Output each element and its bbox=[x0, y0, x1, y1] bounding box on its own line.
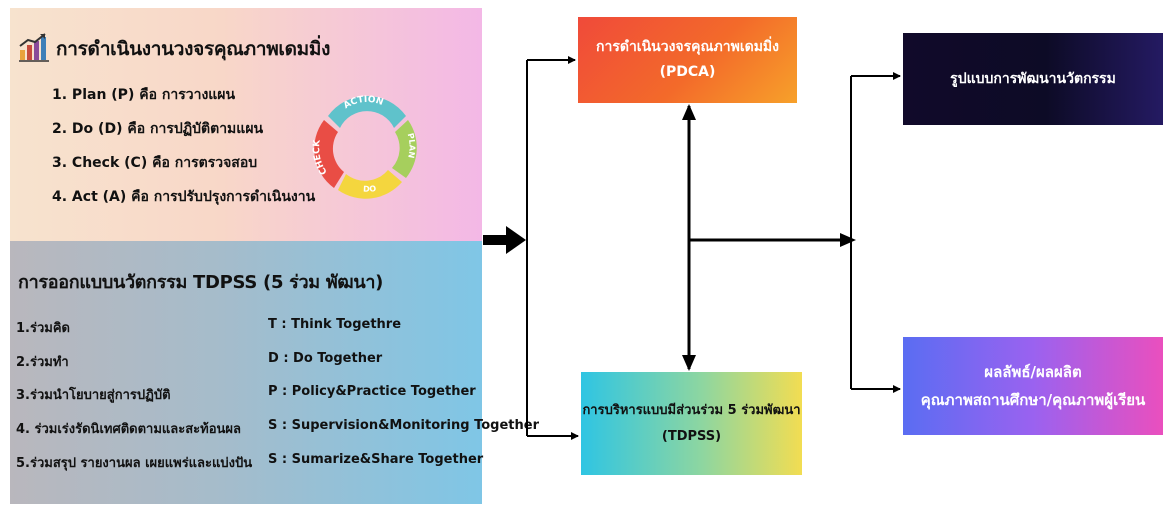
double-arrow-bottom-head bbox=[682, 355, 696, 371]
tdpss-item-th-5: 5.ร่วมสรุป รายงานผล เผยแพร่และแบ่งปัน bbox=[16, 456, 253, 471]
tdpss-item-en-4: S : Supervision&Monitoring Together bbox=[268, 418, 539, 433]
main-arrow-head bbox=[506, 226, 526, 254]
do-label: DO bbox=[363, 184, 377, 194]
tdpss-item-en-5: S : Sumarize&Share Together bbox=[268, 452, 484, 467]
results-box-line2: คุณภาพสถานศึกษา/คุณภาพผู้เรียน bbox=[920, 391, 1146, 409]
tdpss-box-line2: (TDPSS) bbox=[661, 428, 722, 444]
pdca-box-line1: การดำเนินวงจรคุณภาพเดมมิ่ง bbox=[596, 38, 779, 55]
check-segment bbox=[314, 120, 344, 188]
tdpss-item-th-4: 4. ร่วมเร่งรัดนิเทศติดตามและสะท้อนผล bbox=[16, 422, 241, 437]
pdca-step-check: 3. Check (C) คือ การตรวจสอบ bbox=[52, 155, 258, 171]
tdpss-box-line1: การบริหารแบบมีส่วนร่วม 5 ร่วมพัฒนา bbox=[582, 402, 801, 418]
plan-segment bbox=[392, 120, 417, 178]
arrow-to-right-branch-head bbox=[840, 233, 856, 247]
results-box: ผลลัพธ์/ผลผลิต คุณภาพสถานศึกษา/คุณภาพผู้… bbox=[903, 337, 1163, 435]
pdca-step-act: 4. Act (A) คือ การปรับปรุงการดำเนินงาน bbox=[52, 189, 316, 205]
action-segment bbox=[328, 95, 406, 128]
pdca-panel-title: การดำเนินงานวงจรคุณภาพเดมมิ่ง bbox=[56, 38, 331, 60]
pdca-cycle-graphic: ACTION PLAN DO CHECK bbox=[312, 95, 417, 199]
pdca-title-row: การดำเนินงานวงจรคุณภาพเดมมิ่ง bbox=[18, 32, 330, 66]
tdpss-item-en-3: P : Policy&Practice Together bbox=[268, 384, 476, 399]
tdpss-item-th-1: 1.ร่วมคิด bbox=[16, 321, 70, 336]
innovation-box: รูปแบบการพัฒนานวัตกรรม bbox=[903, 33, 1163, 125]
pdca-box-line2: (PDCA) bbox=[659, 64, 716, 80]
innovation-box-line1: รูปแบบการพัฒนานวัตกรรม bbox=[950, 71, 1116, 87]
bar-chart-icon bbox=[18, 32, 50, 66]
tdpss-item-en-2: D : Do Together bbox=[268, 351, 383, 366]
do-segment bbox=[338, 170, 402, 199]
tdpss-item-en-1: T : Think Togethre bbox=[268, 317, 402, 332]
tdpss-item-th-2: 2.ร่วมทำ bbox=[16, 355, 69, 370]
pdca-box: การดำเนินวงจรคุณภาพเดมมิ่ง (PDCA) bbox=[578, 17, 797, 103]
pdca-step-plan: 1. Plan (P) คือ การวางแผน bbox=[52, 87, 236, 103]
results-box-line1: ผลลัพธ์/ผลผลิต bbox=[984, 362, 1082, 381]
tdpss-item-th-3: 3.ร่วมนำโยบายสู่การปฏิบัติ bbox=[16, 388, 171, 403]
tdpss-box: การบริหารแบบมีส่วนร่วม 5 ร่วมพัฒนา (TDPS… bbox=[581, 372, 802, 475]
pdca-step-do: 2. Do (D) คือ การปฏิบัติตามแผน bbox=[52, 121, 264, 137]
tdpss-panel: การออกแบบนวัตกรรม TDPSS (5 ร่วม พัฒนา) 1… bbox=[10, 241, 539, 504]
double-arrow-top-head bbox=[682, 104, 696, 120]
plan-label: PLAN bbox=[406, 132, 417, 159]
pdca-panel: การดำเนินงานวงจรคุณภาพเดมมิ่ง 1. Plan (P… bbox=[10, 8, 482, 241]
tdpss-panel-title: การออกแบบนวัตกรรม TDPSS (5 ร่วม พัฒนา) bbox=[18, 272, 384, 293]
